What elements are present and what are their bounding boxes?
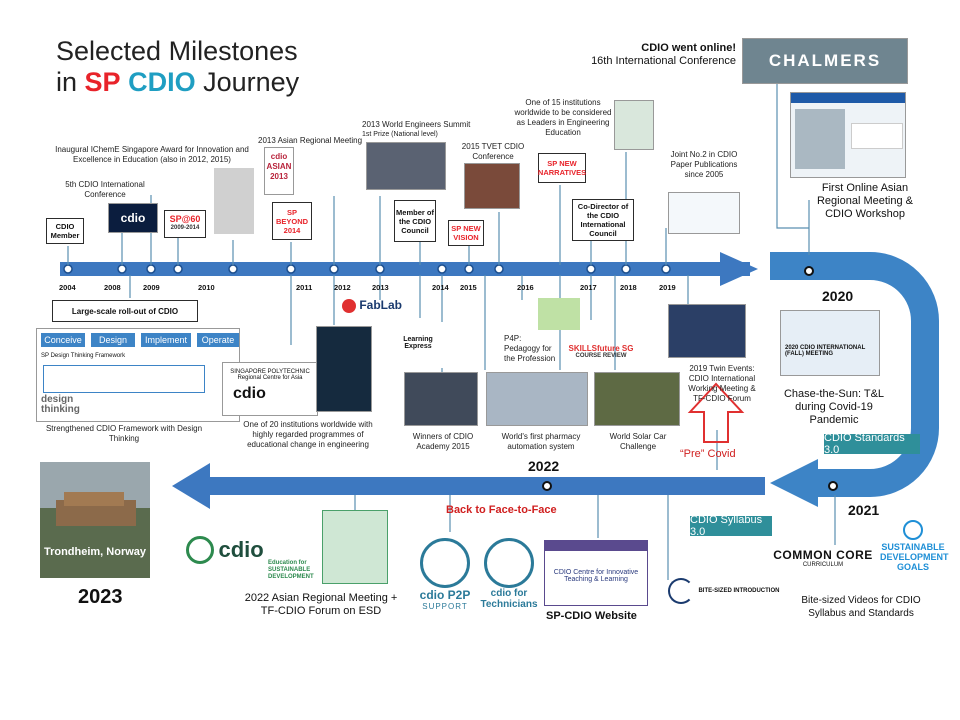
academy-photo: [404, 372, 478, 426]
year-2020: 2020: [822, 288, 854, 304]
online-title: CDIO went online!: [641, 42, 736, 54]
website-caption: SP-CDIO Website: [546, 610, 637, 622]
framework-diagram: Conceive Design Implement Operate SP Des…: [36, 328, 240, 422]
tvet-photo: [464, 163, 520, 209]
stage-operate: Operate: [197, 333, 239, 347]
design-thinking-logo: design thinking: [41, 394, 80, 415]
year-2017: 2017: [580, 283, 597, 292]
year-2011: 2011: [296, 283, 313, 292]
asian2022-caption: 2022 Asian Regional Meeting + TF-CDIO Fo…: [244, 592, 398, 617]
stage-conceive: Conceive: [41, 333, 85, 347]
esd-graphic: [322, 510, 388, 584]
box-co-director: Co-Director of the CDIO International Co…: [572, 199, 634, 241]
technicians-logo: cdio for Technicians: [476, 538, 542, 610]
network-graph: [668, 192, 740, 234]
bite-caption: Bite-sized Videos for CDIO Syllabus and …: [801, 595, 921, 619]
pacman-icon: [668, 578, 694, 604]
online-note: CDIO went online! 16th International Con…: [556, 42, 736, 68]
fablab-logo: FabLab: [342, 298, 402, 313]
bite-logo: BITE-SIZED INTRODUCTION: [668, 578, 784, 604]
trondheim-caption: Trondheim, Norway: [43, 546, 147, 558]
online-meeting-caption: First Online Asian Regional Meeting & CD…: [816, 182, 913, 220]
syllabus-label: CDIO Syllabus 3.0: [690, 514, 772, 538]
pharmacy-note: World's first pharmacy automation system: [501, 432, 581, 451]
solar-car-photo: [594, 372, 680, 426]
p4p-graphic: [538, 298, 580, 330]
year-2010: 2010: [198, 283, 215, 292]
skills-logo: SKILLSfuture SG COURSE REVIEW: [568, 344, 634, 359]
framework-title: SP Design Thinking Framework: [41, 353, 126, 359]
twin-events-photo: [668, 304, 746, 358]
box-new-vision: SP NEW VISION: [448, 220, 484, 246]
chase-caption: Chase-the-Sun: T&L during Covid-19 Pande…: [783, 388, 885, 426]
box-beyond: SP BEYOND 2014: [272, 202, 312, 240]
p4p-note: P4P: Pedagogy for the Profession: [504, 334, 556, 363]
one20-note: One of 20 institutions worldwide with hi…: [243, 420, 373, 449]
wes2013-note: 2013 World Engineers Summit 1st Prize (N…: [362, 120, 471, 138]
icheme-note: Inaugural IChemE Singapore Award for Inn…: [55, 145, 249, 164]
year-2013: 2013: [372, 283, 389, 292]
chalmers-photo: CHALMERS: [742, 38, 908, 84]
year-2015: 2015: [460, 283, 477, 292]
title-line-2: in SP CDIO Journey: [56, 67, 300, 97]
pre-covid-label: “Pre” Covid: [680, 448, 736, 460]
year-2009: 2009: [143, 283, 160, 292]
un-icon: [903, 520, 923, 540]
box-new-narratives: SP NEW NARRATIVES: [538, 153, 586, 183]
book-cover: [316, 326, 372, 412]
esd-logo: cdio Education for SUSTAINABLE DEVELOPME…: [186, 536, 326, 580]
conf5-logo: cdio: [108, 203, 158, 233]
year-2004: 2004: [59, 283, 76, 292]
award-trophy: [214, 168, 254, 234]
page-title: Selected Milestones in SP CDIO Journey: [56, 36, 299, 98]
title-line-1: Selected Milestones: [56, 36, 298, 66]
year-2014: 2014: [432, 283, 449, 292]
joint2-note: Joint No.2 in CDIO Paper Publications si…: [670, 150, 738, 179]
learning-express-logo: Learning Express: [390, 322, 446, 368]
tvet-note: 2015 TVET CDIO Conference: [461, 142, 525, 161]
year-2018: 2018: [620, 283, 637, 292]
solar-note: World Solar Car Challenge: [609, 432, 667, 451]
one15-note: One of 15 institutions worldwide to be c…: [514, 98, 612, 137]
fall-meeting-map: 2020 CDIO INTERNATIONAL (FALL) MEETING: [780, 310, 880, 376]
year-2012: 2012: [334, 283, 351, 292]
online-meeting-photo: [790, 92, 906, 178]
asian2013-note: 2013 Asian Regional Meeting: [258, 136, 363, 145]
year-2022: 2022: [528, 458, 560, 474]
regional-centre-logo: SINGAPORE POLYTECHNIC Regional Centre fo…: [222, 362, 318, 416]
stage-design: Design: [91, 333, 135, 347]
box-rollout: Large-scale roll-out of CDIO: [52, 300, 198, 322]
year-2016: 2016: [517, 283, 534, 292]
strengthened-note: Strengthened CDIO Framework with Design …: [45, 424, 203, 443]
box-sp60: SP@60 2009-2014: [164, 210, 206, 238]
winners-note: Winners of CDIO Academy 2015: [412, 432, 474, 451]
pharmacy-photo: [486, 372, 588, 426]
website-screenshot: CDIO Centre for Innovative Teaching & Le…: [544, 540, 648, 606]
p2p-logo: cdio P2P SUPPORT: [410, 538, 480, 611]
year-2023: 2023: [78, 586, 123, 608]
stage-implement: Implement: [141, 333, 191, 347]
twin-note: 2019 Twin Events: CDIO International Wor…: [688, 364, 756, 403]
box-council-member: Member of the CDIO Council: [394, 200, 436, 242]
wes-photo: [366, 142, 446, 190]
back-face-label: Back to Face-to-Face: [446, 504, 557, 516]
box-cdio-member: CDIO Member: [46, 218, 84, 244]
report-cover: [614, 100, 654, 150]
year-2008: 2008: [104, 283, 121, 292]
common-core-logo: COMMON CORE CURRICULUM: [773, 548, 873, 568]
standards-label: CDIO Standards 3.0: [824, 432, 920, 456]
year-2019: 2019: [659, 283, 676, 292]
sdg-logo: SUSTAINABLE DEVELOPMENT GOALS: [880, 520, 949, 572]
conference-line: 16th International Conference: [591, 55, 736, 67]
year-2021: 2021: [848, 502, 880, 518]
fifth-conf-note: 5th CDIO International Conference: [65, 180, 145, 199]
